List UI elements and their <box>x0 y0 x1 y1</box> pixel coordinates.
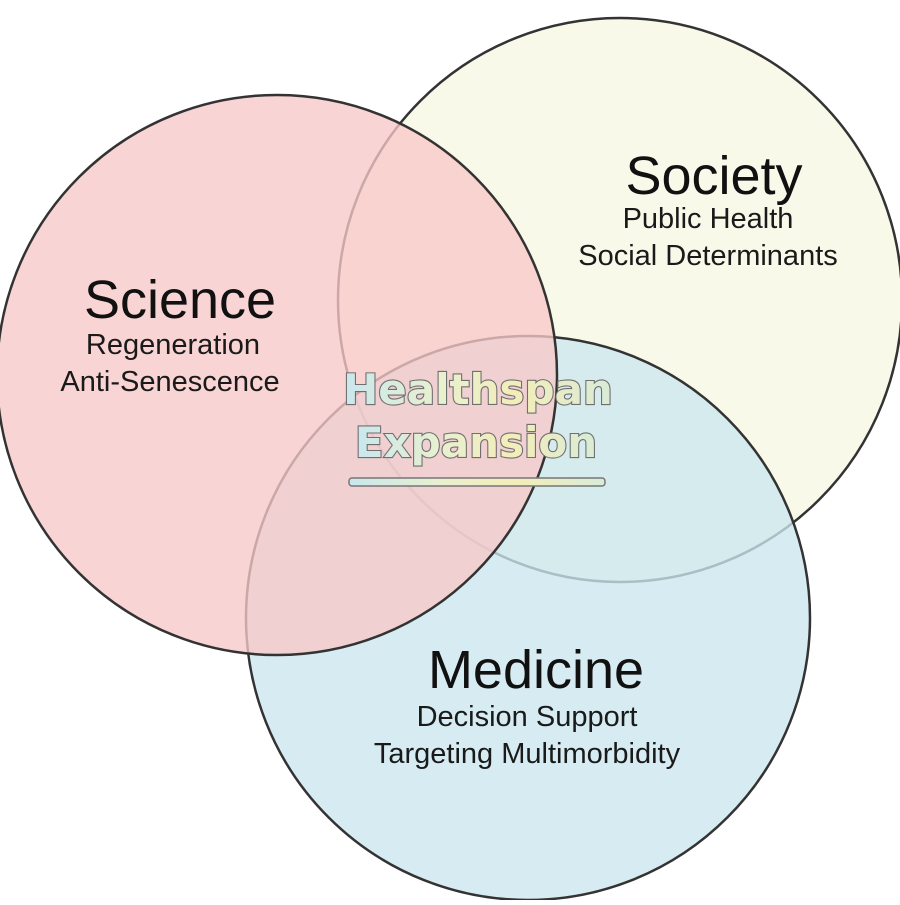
center-label-line: Healthspan <box>343 365 613 414</box>
society-item: Public Health <box>623 203 794 235</box>
science-title: Science <box>84 270 276 330</box>
medicine-item: Decision Support <box>417 701 638 733</box>
science-item: Anti-Senescence <box>60 366 279 398</box>
society-item: Social Determinants <box>578 240 838 272</box>
center-label-line: Expansion <box>355 418 597 467</box>
medicine-item: Targeting Multimorbidity <box>374 738 681 770</box>
science-item: Regeneration <box>86 329 260 361</box>
medicine-title: Medicine <box>428 640 644 700</box>
science-circle <box>0 93 559 657</box>
society-title: Society <box>625 146 802 206</box>
center-underline <box>348 477 606 487</box>
